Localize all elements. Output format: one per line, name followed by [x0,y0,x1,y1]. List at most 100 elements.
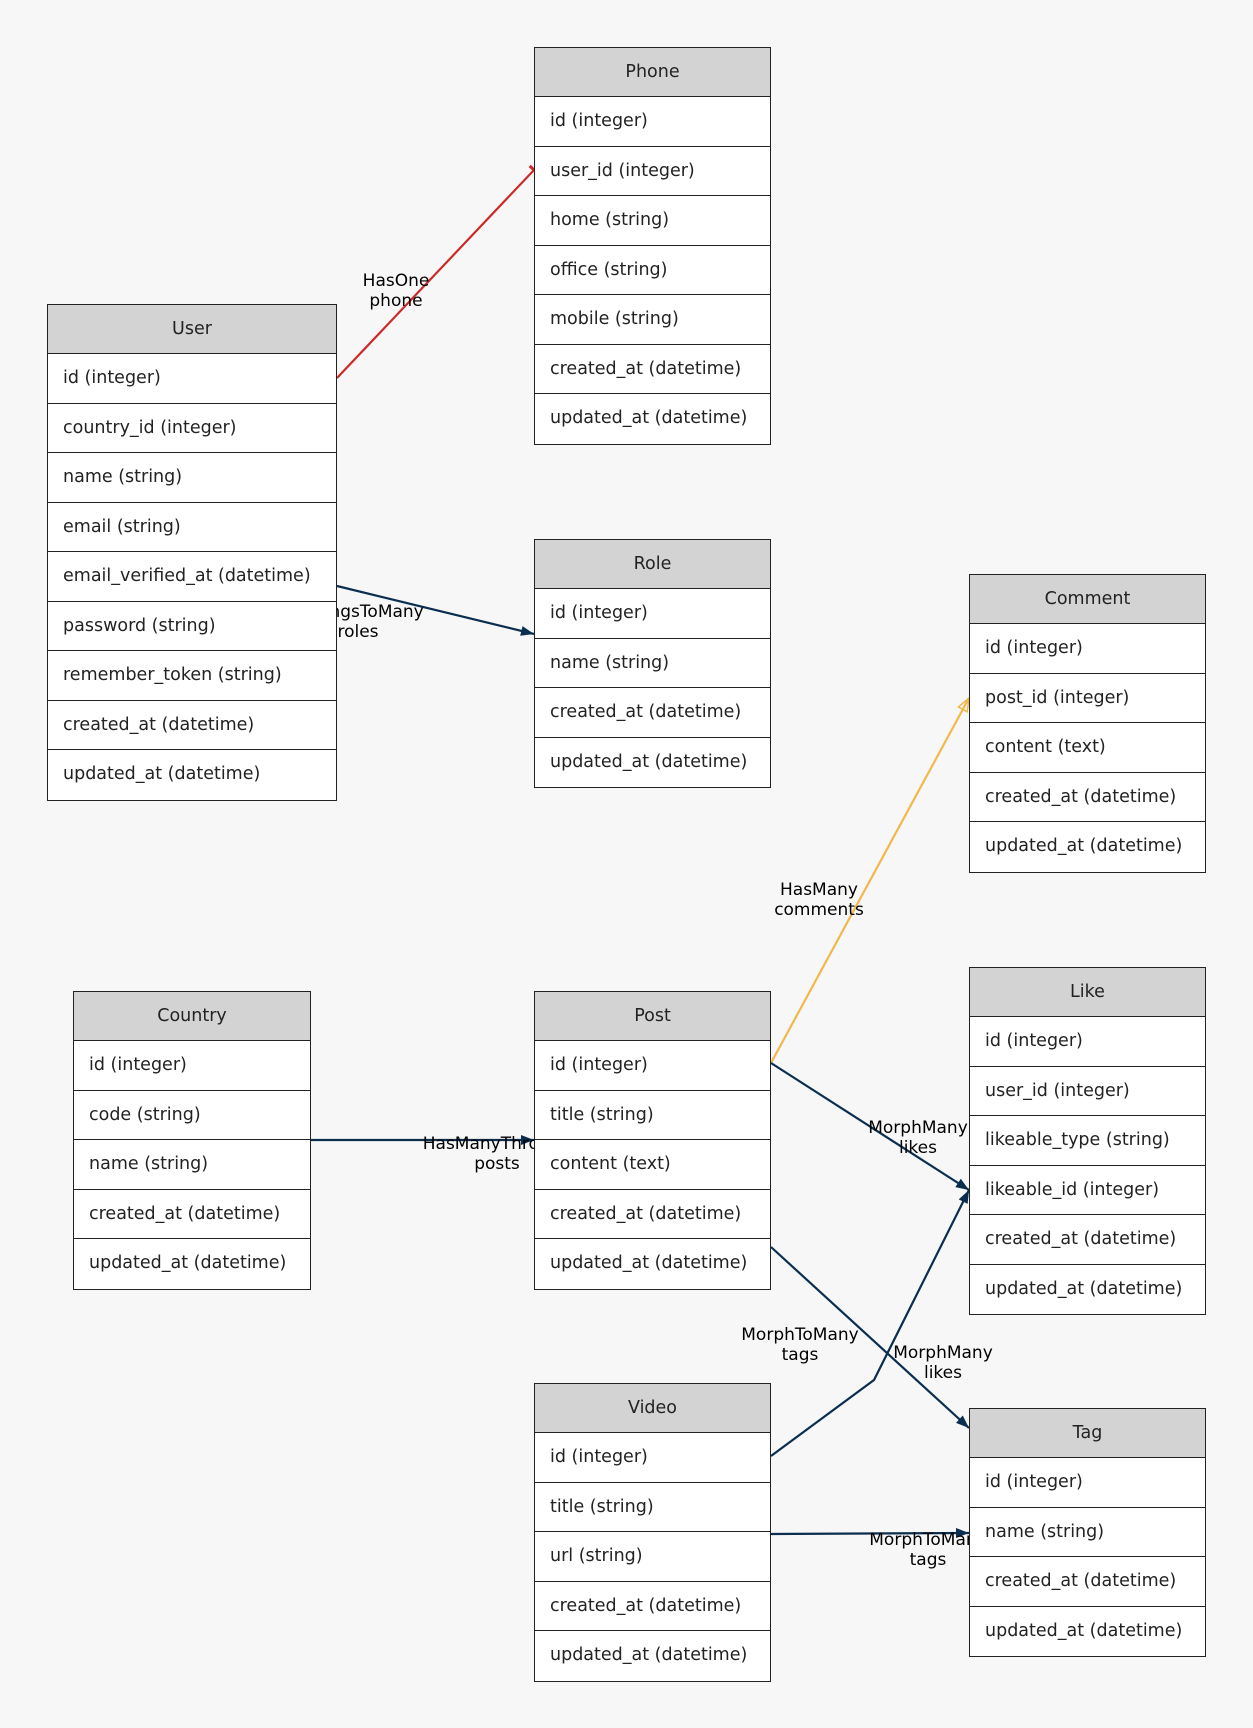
entity-field: created_at (datetime) [48,701,336,750]
entity-field: updated_at (datetime) [550,1253,748,1273]
entity-field: id (integer) [535,97,770,147]
relation-name-label: comments [774,900,864,920]
entity-field: content (text) [535,1140,770,1190]
entity-field: name (string) [74,1140,310,1190]
entity-field: id (integer) [48,354,336,404]
relation-name-label: posts [474,1154,520,1174]
relation-type-label: MorphMany [868,1118,968,1138]
entity-field: updated_at (datetime) [985,836,1183,856]
entity-field: email_verified_at (datetime) [48,552,336,602]
relation-line [336,584,535,636]
relation-line [770,1531,970,1536]
entity-field: home (string) [535,196,770,246]
relation-line [770,1062,970,1191]
entity-field: updated_at (datetime) [89,1253,287,1273]
entity-field: updated_at (datetime) [63,764,261,784]
relation-line [770,1246,970,1429]
relation-arrowhead [521,1135,534,1145]
entity-field: likeable_id (integer) [970,1166,1205,1215]
entity-field: updated_at (datetime) [550,1645,748,1665]
relation-arrowhead [958,1190,969,1204]
entity-field: created_at (datetime) [535,688,770,738]
entity-title: Video [535,1384,770,1433]
entity-field: id (integer) [970,624,1205,674]
relation-name-label: likes [924,1363,962,1383]
entity-field: mobile (string) [535,295,770,345]
entity-title: Role [535,540,770,589]
relation-type-label: MorphToMany [741,1325,858,1345]
entity-field: content (text) [970,723,1205,773]
entity-field: url (string) [535,1532,770,1582]
relation-line [770,1189,970,1457]
relation-arrowhead [955,1178,969,1190]
entity-title: Country [74,992,310,1041]
entity-title: Like [970,968,1205,1017]
entity-field: id (integer) [970,1017,1205,1067]
entity-field: likeable_type (string) [970,1116,1205,1166]
entity-field: id (integer) [535,589,770,639]
entity-field: title (string) [535,1483,770,1532]
entity-field: country_id (integer) [48,404,336,453]
entity-field: id (integer) [535,1433,770,1483]
entity-field: updated_at (datetime) [550,408,748,428]
entity-field: created_at (datetime) [535,1190,770,1239]
entity-field: id (integer) [74,1041,310,1091]
entity-title: Phone [535,48,770,97]
entity-field: user_id (integer) [535,147,770,196]
entity-field: user_id (integer) [970,1067,1205,1116]
relation-name-label: tags [782,1345,819,1365]
relation-type-label: MorphToMany [869,1530,986,1550]
entity-title: User [48,305,336,354]
entity-title: Post [535,992,770,1041]
relation-type-label: HasOne [363,271,430,291]
relation-line [770,697,970,1064]
relation-name-label: phone [369,291,422,311]
relation-type-label: MorphMany [893,1343,993,1363]
entity-field: updated_at (datetime) [985,1620,1183,1641]
entity-title: Comment [970,575,1205,624]
entity-field: name (string) [970,1508,1205,1557]
relation-name-label: roles [337,622,378,642]
entity-field: id (integer) [535,1041,770,1091]
entity-field: name (string) [535,639,770,688]
entity-field: password (string) [48,602,336,651]
entity-field: created_at (datetime) [970,1557,1205,1607]
entity-field: created_at (datetime) [970,1215,1205,1265]
relation-type-label: HasMany [780,880,858,900]
relation-arrowhead [956,1528,969,1538]
relation-line [336,169,535,379]
entity-field: title (string) [535,1091,770,1140]
entity-field: post_id (integer) [970,674,1205,723]
entity-field: code (string) [74,1091,310,1140]
entity-field: created_at (datetime) [535,345,770,394]
entity-field: name (string) [48,453,336,503]
relation-arrowhead [520,626,534,636]
relation-arrowhead [957,696,970,713]
entity-field: created_at (datetime) [535,1582,770,1631]
entity-field: id (integer) [970,1458,1205,1508]
entity-field: updated_at (datetime) [985,1278,1183,1299]
entity-title: Tag [970,1409,1205,1458]
entity-field: created_at (datetime) [970,773,1205,822]
entity-field: created_at (datetime) [74,1190,310,1239]
relation-arrowhead [956,1415,969,1428]
entity-field: remember_token (string) [48,651,336,701]
relation-name-label: likes [899,1138,937,1158]
entity-field: email (string) [48,503,336,552]
